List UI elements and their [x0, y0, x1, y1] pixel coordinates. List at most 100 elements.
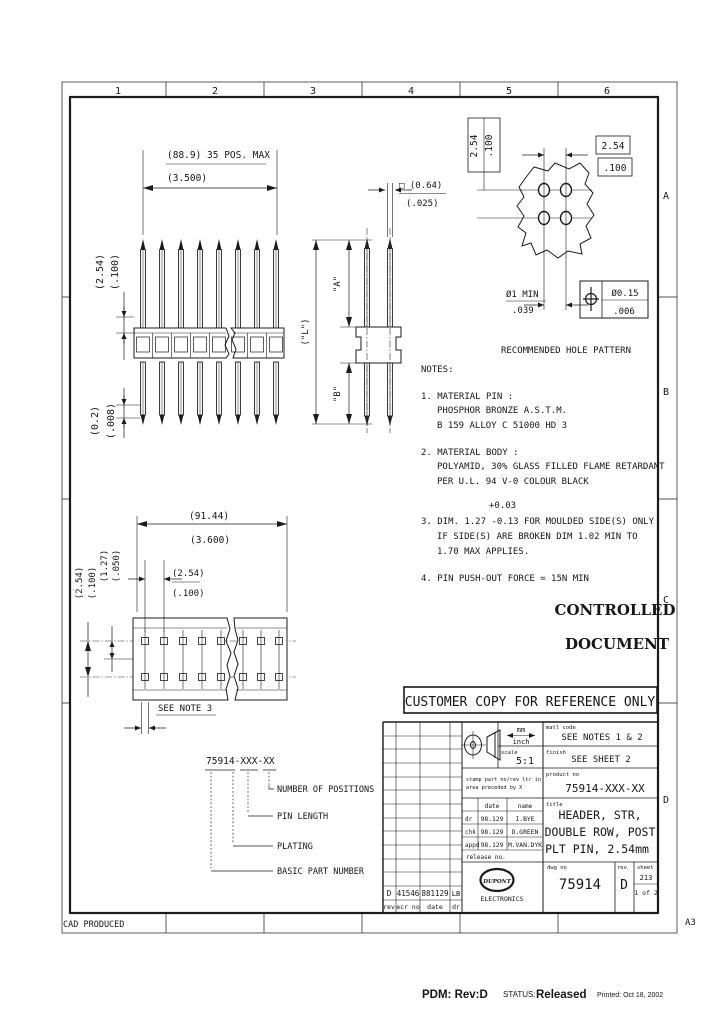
- stamp-line1: CONTROLLED: [555, 601, 676, 619]
- stamp-note-line2: area preceded by X: [466, 785, 523, 791]
- callout-basic-part-number: BASIC PART NUMBER: [277, 867, 365, 877]
- dim-a-label: "A": [333, 276, 343, 292]
- revision-header-rev: rev: [383, 903, 395, 911]
- dim-row-pitch-in: .100: [484, 134, 495, 157]
- dim-overall-in: (3.600): [190, 535, 230, 546]
- note-4-line1: 4. PIN PUSH-OUT FORCE = 15N MIN: [421, 574, 589, 584]
- title-line1: HEADER, STR,: [558, 808, 641, 822]
- top-view-body: [132, 617, 288, 701]
- sheet-border: [61, 81, 678, 934]
- logo-cell: DUPONT ELECTRONICS: [479, 867, 524, 903]
- matl-cell: matl code SEE NOTES 1 & 2: [546, 725, 643, 743]
- finish-label: finish: [546, 750, 566, 756]
- signoff-appd-name: M.VAN.DYK: [508, 842, 542, 849]
- revision-header-date: date: [427, 903, 443, 911]
- front-view: (88.9) 35 POS. MAX (3.500) (2.54) (.100)…: [90, 150, 285, 439]
- dim-row-in: (.100): [88, 567, 98, 600]
- hole-pattern-view: 2.54 .100 2.54 .100 Ø1 MIN .039: [467, 117, 649, 356]
- dwg-no-cell: dwg no 75914: [547, 865, 601, 893]
- zone-labels: 1 2 3 4 5 6 A B C D: [115, 86, 669, 806]
- part-number: 75914-XXX-XX: [206, 756, 275, 767]
- product-value: 75914-XXX-XX: [565, 782, 645, 795]
- revision-dr: LB: [452, 890, 460, 898]
- logo-sub: ELECTRONICS: [480, 895, 523, 903]
- units-inch: inch: [513, 738, 530, 746]
- zone-number: 3: [310, 86, 316, 97]
- product-cell: product no 75914-XXX-XX: [546, 772, 645, 795]
- note-3-line1: 3. DIM. 1.27 -0.13 FOR MOULDED SIDE(S) O…: [421, 517, 655, 527]
- release-no-label: release no.: [466, 854, 506, 861]
- matl-label: matl code: [546, 725, 576, 731]
- title-line2: DOUBLE ROW, POST: [545, 825, 656, 839]
- sheet-size: A3: [685, 918, 696, 928]
- reference-banner-text: CUSTOMER COPY FOR REFERENCE ONLY: [405, 695, 656, 710]
- sheet-cell: sheet 213 1 of 2: [634, 865, 658, 897]
- position-symbol-icon: [583, 287, 599, 311]
- signoff-date-header: date: [485, 803, 500, 810]
- part-number-breakdown: 75914-XXX-XX NUMBER OF POSITIONS PIN LEN…: [205, 756, 374, 877]
- dwg-no-value: 75914: [559, 877, 601, 893]
- signoff-chk-name: D.GREEN: [512, 829, 539, 836]
- side-view-dimensions: □ (0.64) (.025) ("L") "A" "B": [301, 181, 446, 425]
- dim-half-mm: (1.27): [100, 550, 110, 583]
- hole-diameter-dim: Ø1 MIN .039: [506, 289, 588, 316]
- dim-true-pos-in: .006: [613, 307, 635, 317]
- notes: NOTES: 1. MATERIAL PIN : PHOSPHOR BRONZE…: [421, 365, 665, 584]
- dim-overall-length-mm: (88.9) 35 POS. MAX: [167, 150, 270, 161]
- note-3-tolerance: +0.03: [489, 501, 516, 511]
- signoff-chk-role: chk: [465, 829, 476, 836]
- note-1-line2: PHOSPHOR BRONZE A.S.T.M.: [437, 406, 567, 416]
- note-2-line3: PER U.L. 94 V-0 COLOUR BLACK: [437, 477, 589, 487]
- signoff-dr-date: 98.129: [481, 816, 504, 823]
- hole-pattern-caption: RECOMMENDED HOLE PATTERN: [501, 346, 631, 356]
- callout-plating: PLATING: [277, 842, 313, 852]
- signoff-dr-name: I.BYE: [516, 816, 535, 823]
- sheet-of: 1 of 2: [634, 889, 658, 897]
- zone-letter: C: [663, 595, 669, 606]
- revision-header-dr: dr: [452, 903, 460, 911]
- cad-produced-note: CAD PRODUCED: [63, 920, 124, 930]
- top-view: (91.44) (3.600) (2.54) (.100) (2.54) (.1…: [75, 511, 296, 734]
- scale-value: 5:1: [516, 756, 534, 767]
- top-view-pin-squares: [141, 637, 283, 681]
- scale-label: scale: [501, 750, 518, 756]
- zone-letter: D: [663, 795, 669, 806]
- signoff-chk-date: 98.129: [481, 829, 504, 836]
- dim-true-pos-mm: Ø0.15: [611, 288, 638, 299]
- units-cell: mm inch: [507, 726, 535, 746]
- hole-row-pitch-dim: 2.54 .100: [467, 117, 501, 190]
- zone-number: 1: [115, 86, 121, 97]
- dim-col-pitch-mm: 2.54: [602, 141, 625, 152]
- stamp-line2: DOCUMENT: [565, 635, 670, 653]
- projection-symbol-icon: [461, 729, 501, 761]
- zone-letter: A: [663, 191, 669, 202]
- zone-number: 2: [212, 86, 218, 97]
- title-block: D 41546 881129 LB rev ecr no date dr mm …: [382, 721, 658, 913]
- signoff-table: date name dr 98.129 I.BYE chk 98.129 D.G…: [465, 803, 542, 861]
- signoff-dr-role: dr: [465, 816, 473, 823]
- finish-value: SEE SHEET 2: [571, 755, 631, 765]
- revision-date: 881129: [421, 889, 448, 898]
- dim-pin-square-in: (.025): [406, 199, 439, 209]
- title-label: title: [546, 802, 563, 808]
- dim-row-pitch-mm: 2.54: [469, 134, 480, 157]
- dim-tail-in: (.008): [106, 403, 117, 439]
- dim-overall-mm: (91.44): [189, 511, 229, 522]
- revision-rev: D: [387, 889, 392, 898]
- printed-date: Printed: Oct 18, 2002: [597, 992, 663, 999]
- note-1-line3: B 159 ALLOY C 51000 HD 3: [437, 421, 567, 431]
- dim-row-mm: (2.54): [75, 567, 85, 600]
- note-2-line2: POLYAMID, 30% GLASS FILLED FLAME RETARDA…: [437, 462, 665, 472]
- dwg-no-label: dwg no: [547, 865, 567, 871]
- note-1-line1: 1. MATERIAL PIN :: [421, 392, 513, 402]
- zone-number: 5: [506, 86, 512, 97]
- signoff-appd-date: 98.129: [481, 842, 504, 849]
- note-3-line3: 1.70 MAX APPLIES.: [437, 547, 529, 557]
- dim-tail-mm: (0.2): [90, 406, 101, 436]
- notes-heading: NOTES:: [421, 365, 454, 375]
- rev-label: rev: [617, 865, 628, 871]
- title-cell: title HEADER, STR, DOUBLE ROW, POST PLT …: [545, 802, 656, 856]
- dim-overall-length-in: (3.500): [167, 173, 207, 184]
- sheet-footer: CAD PRODUCED A3: [63, 918, 696, 930]
